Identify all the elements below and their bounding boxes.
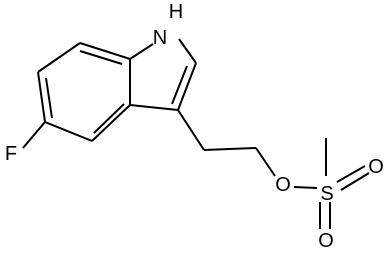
bond-c7a-n	[129, 43, 154, 60]
bond-s-o-top-b	[340, 172, 370, 191]
bond-s-o-top-a	[336, 165, 366, 183]
atom-label-n: N	[153, 27, 167, 49]
bond-c6-c5-double	[45, 77, 53, 119]
bond-o-s	[293, 186, 318, 189]
atom-label-o-ester: O	[275, 174, 291, 196]
bond-c3-c3a	[129, 104, 179, 111]
bond-c5-c4	[44, 121, 93, 142]
bond-c3-ch2	[177, 109, 205, 151]
bonds	[22, 38, 370, 229]
bond-c5-f	[22, 121, 46, 149]
bond-ch2-ch2	[203, 147, 257, 151]
atom-labels: H N F O S O O	[5, 1, 384, 252]
bond-c7-c6	[37, 42, 81, 73]
bond-c2-c3-double	[171, 65, 188, 105]
bond-c7a-c7	[79, 42, 131, 60]
bond-c4-c3a	[91, 104, 131, 142]
atom-label-h: H	[169, 1, 183, 23]
bond-ch2-o	[255, 147, 276, 177]
atom-label-o-bottom: O	[318, 230, 334, 252]
bond-n-c2	[178, 38, 197, 64]
atom-label-o-top: O	[368, 156, 384, 178]
bond-c4-c3a-double	[93, 103, 125, 134]
bond-c6-c5	[37, 71, 46, 123]
bond-c7a-c7-double	[79, 50, 123, 65]
bond-c2-c3	[177, 62, 197, 111]
atom-label-s: S	[320, 183, 333, 205]
atom-label-f: F	[5, 143, 17, 165]
